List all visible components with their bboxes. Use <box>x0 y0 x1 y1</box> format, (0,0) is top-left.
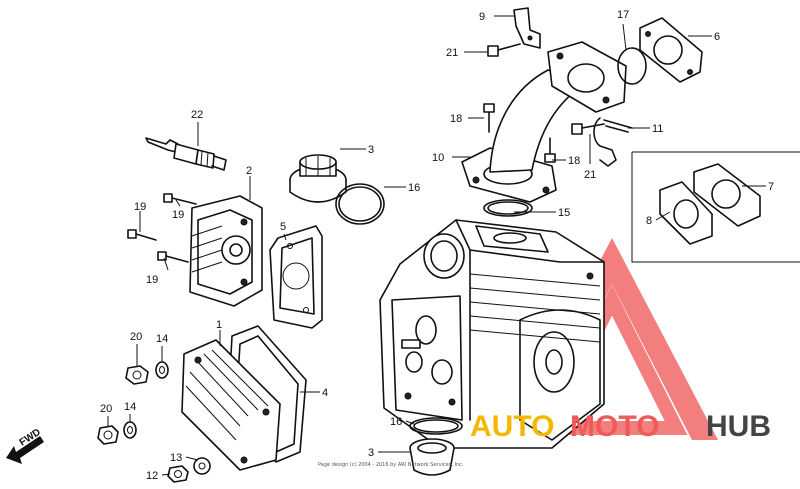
callout-19: 19 <box>172 209 184 221</box>
callout-3: 3 <box>368 447 374 459</box>
copyright-text: Page design (c) 2004 - 2016 by ARI Netwo… <box>318 462 464 468</box>
o-ring-17 <box>617 47 647 85</box>
bolt-21-top <box>487 43 521 57</box>
callout-11: 11 <box>652 123 663 135</box>
nut-20-a <box>125 365 149 385</box>
callout-16: 16 <box>408 182 420 194</box>
callout-19: 19 <box>134 201 146 213</box>
callout-10: 10 <box>432 152 444 164</box>
bolt-18-right <box>544 137 556 163</box>
callout-2: 2 <box>246 165 252 177</box>
nut-12 <box>167 465 189 483</box>
cylinder-head <box>379 219 605 449</box>
watermark-auto: AUTO <box>470 410 554 443</box>
callout-20: 20 <box>130 331 142 343</box>
callout-14: 14 <box>124 401 136 413</box>
callout-19: 19 <box>146 274 158 286</box>
callout-3: 3 <box>368 144 374 156</box>
intake-pipe <box>461 41 627 203</box>
callout-21: 21 <box>584 169 596 181</box>
clamp-11 <box>593 117 633 167</box>
callout-14: 14 <box>156 333 168 345</box>
callout-6: 6 <box>714 31 720 43</box>
callout-1: 1 <box>216 319 222 331</box>
bolt-19-mid <box>127 229 157 241</box>
watermark-hub: HUB <box>706 410 771 443</box>
washer-14-b <box>123 421 137 439</box>
insulator-6 <box>639 17 703 83</box>
leader-lines <box>107 15 766 476</box>
washer-13 <box>193 457 211 475</box>
callout-4: 4 <box>322 387 328 399</box>
nut-20-b <box>97 425 119 445</box>
callout-15: 15 <box>558 207 570 219</box>
callout-17: 17 <box>617 9 629 21</box>
spark-plug <box>145 137 227 171</box>
callout-7: 7 <box>768 181 774 193</box>
callout-21: 21 <box>446 47 458 59</box>
callout-18: 18 <box>450 113 462 125</box>
washer-14-a <box>155 361 169 379</box>
o-ring-16-bottom <box>409 417 463 435</box>
gasket-box <box>631 151 800 263</box>
bolt-19-low <box>157 251 189 263</box>
side-cover-left <box>189 195 263 307</box>
callout-20: 20 <box>100 403 112 415</box>
drain-cap <box>409 438 455 476</box>
callout-13: 13 <box>170 452 182 464</box>
callouts: 22 2 19 19 19 5 3 16 9 21 17 6 18 10 18 … <box>100 9 774 482</box>
bolt-18-left <box>483 103 495 133</box>
callout-9: 9 <box>479 11 485 23</box>
callout-12: 12 <box>146 470 158 482</box>
watermark-moto: MOTO <box>570 410 659 443</box>
bolt-21-right <box>571 123 605 135</box>
gasket-15 <box>483 199 533 217</box>
cover-gasket <box>269 225 323 329</box>
watermark-text: AUTO MOTO HUB <box>470 410 771 443</box>
clip-9 <box>513 7 541 49</box>
callout-16: 16 <box>390 416 402 428</box>
cover-1 <box>181 339 281 471</box>
callout-22: 22 <box>191 109 203 121</box>
fwd-arrow-icon: FWD <box>6 427 44 464</box>
o-ring-16-top <box>335 183 385 225</box>
callout-18: 18 <box>568 155 580 167</box>
callout-8: 8 <box>646 215 652 227</box>
callout-5: 5 <box>280 221 286 233</box>
bolt-19-top <box>163 193 197 205</box>
